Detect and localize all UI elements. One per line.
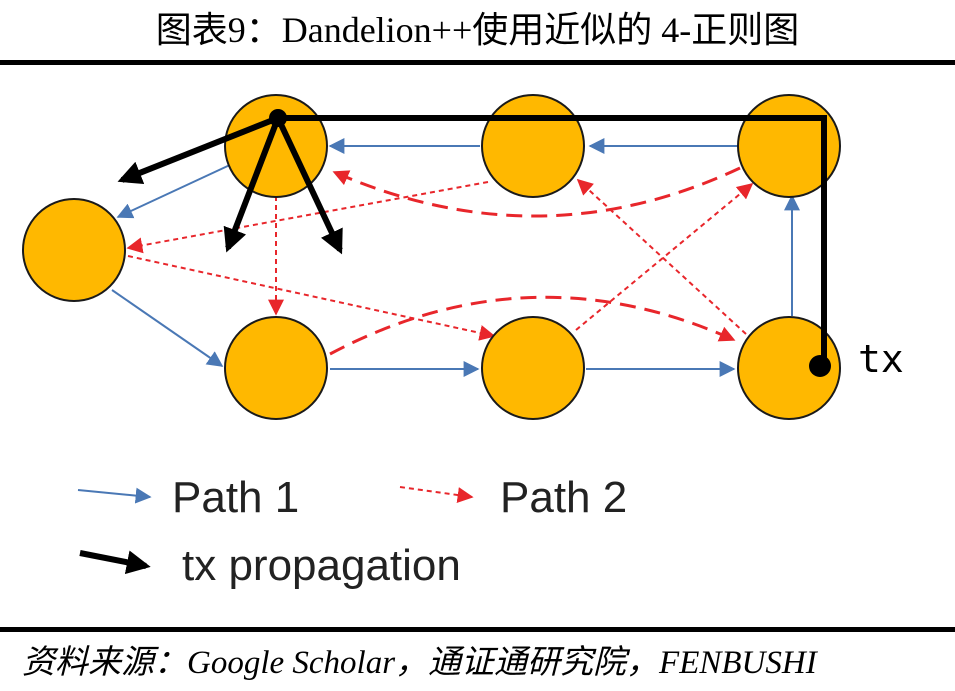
tx-origin-dot	[809, 355, 831, 377]
tx-propagation-arrow	[117, 115, 280, 185]
tx-propagation-arrow	[275, 116, 343, 255]
legend: Path 1 Path 2 tx propagation	[77, 473, 627, 590]
node-top-middle	[481, 94, 585, 198]
node-left	[22, 198, 126, 302]
legend-path1-swatch	[77, 487, 152, 504]
legend-tx-label: tx propagation	[182, 541, 461, 590]
path1-edge	[116, 163, 233, 219]
path1-edges	[111, 138, 800, 377]
legend-path1-label: Path 1	[172, 473, 299, 522]
legend-path2-label: Path 2	[500, 473, 627, 522]
path2-edge	[575, 182, 754, 331]
source-note: 资料来源：Google Scholar，通证通研究院，FENBUSHI	[22, 645, 817, 681]
path1-edge	[111, 289, 224, 367]
dandelion-graph-diagram: tx Path 1 Path 2 tx propagation	[22, 94, 904, 590]
node-bottom-middle	[481, 316, 585, 420]
path2-edge	[126, 181, 489, 254]
node-bottom-right	[737, 316, 841, 420]
path2-edge-curve	[332, 166, 741, 218]
tx-label: tx	[858, 337, 904, 381]
node-bottom-left	[224, 316, 328, 420]
legend-path2-swatch	[399, 486, 474, 503]
legend-tx-swatch	[79, 550, 151, 575]
path2-edge	[127, 255, 496, 341]
graph-nodes	[22, 94, 841, 420]
path2-edge-curve	[329, 295, 736, 356]
figure-title: 图表9：Dandelion++使用近似的 4-正则图	[155, 10, 800, 50]
tx-hub-dot	[269, 109, 287, 127]
path2-edges	[126, 166, 754, 356]
path2-edge	[576, 178, 747, 335]
tx-propagation-arrow	[223, 116, 281, 253]
top-divider	[0, 60, 955, 65]
bottom-divider	[0, 627, 955, 632]
